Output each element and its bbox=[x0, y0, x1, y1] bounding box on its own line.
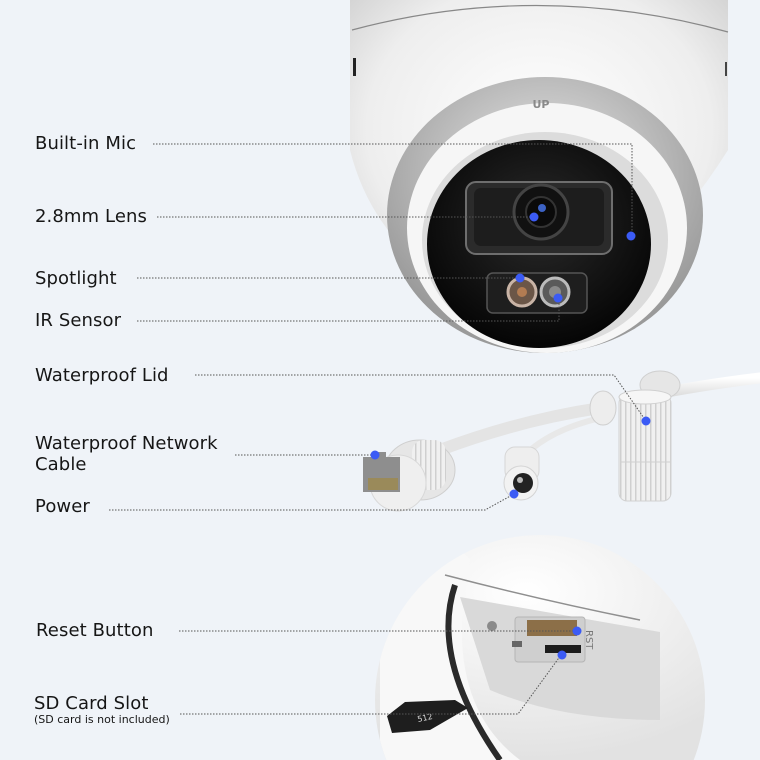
label-power: Power bbox=[35, 496, 90, 517]
reset-button-icon bbox=[527, 620, 577, 636]
leader-line-ir bbox=[137, 297, 560, 322]
dot-spotlight bbox=[515, 273, 525, 283]
camera-housing: UP bbox=[350, 0, 729, 353]
dot-power bbox=[509, 489, 519, 499]
label-ir-sensor: IR Sensor bbox=[35, 310, 122, 331]
leader-line-power bbox=[109, 493, 515, 511]
sd-card-icon: 512 bbox=[387, 700, 468, 733]
label-network-cable-line2: Cable bbox=[35, 454, 87, 475]
label-sd-card-note: (SD card is not included) bbox=[34, 713, 170, 726]
label-sd-card-slot: SD Card Slot bbox=[34, 693, 149, 714]
rst-mark: RST bbox=[583, 630, 594, 650]
dot-mic bbox=[626, 231, 636, 241]
dot-reset bbox=[572, 626, 582, 636]
rj45-connector-icon bbox=[363, 439, 456, 512]
label-built-in-mic: Built-in Mic bbox=[35, 133, 137, 154]
dot-sd bbox=[557, 650, 567, 660]
dot-network bbox=[370, 450, 380, 460]
label-spotlight: Spotlight bbox=[35, 268, 117, 289]
waterproof-lid-icon bbox=[618, 394, 672, 502]
label-network-cable-line1: Waterproof Network bbox=[35, 433, 218, 454]
pointer-dots bbox=[370, 212, 651, 660]
label-lens: 2.8mm Lens bbox=[35, 206, 147, 227]
cable-assembly bbox=[363, 370, 760, 512]
detail-magnifier: RST 512 bbox=[375, 535, 705, 760]
label-waterproof-lid: Waterproof Lid bbox=[35, 365, 169, 386]
leader-lines bbox=[109, 143, 647, 715]
logo-mark: UP bbox=[533, 98, 550, 111]
dot-ir bbox=[553, 293, 563, 303]
power-connector-icon bbox=[503, 446, 540, 501]
dot-lens bbox=[529, 212, 539, 222]
leader-line-lid bbox=[195, 374, 647, 422]
svg-text:512: 512 bbox=[417, 712, 434, 724]
label-reset-button: Reset Button bbox=[36, 620, 154, 641]
sd-slot-icon bbox=[545, 645, 581, 653]
dot-lid bbox=[641, 416, 651, 426]
leader-line-mic bbox=[153, 143, 633, 236]
